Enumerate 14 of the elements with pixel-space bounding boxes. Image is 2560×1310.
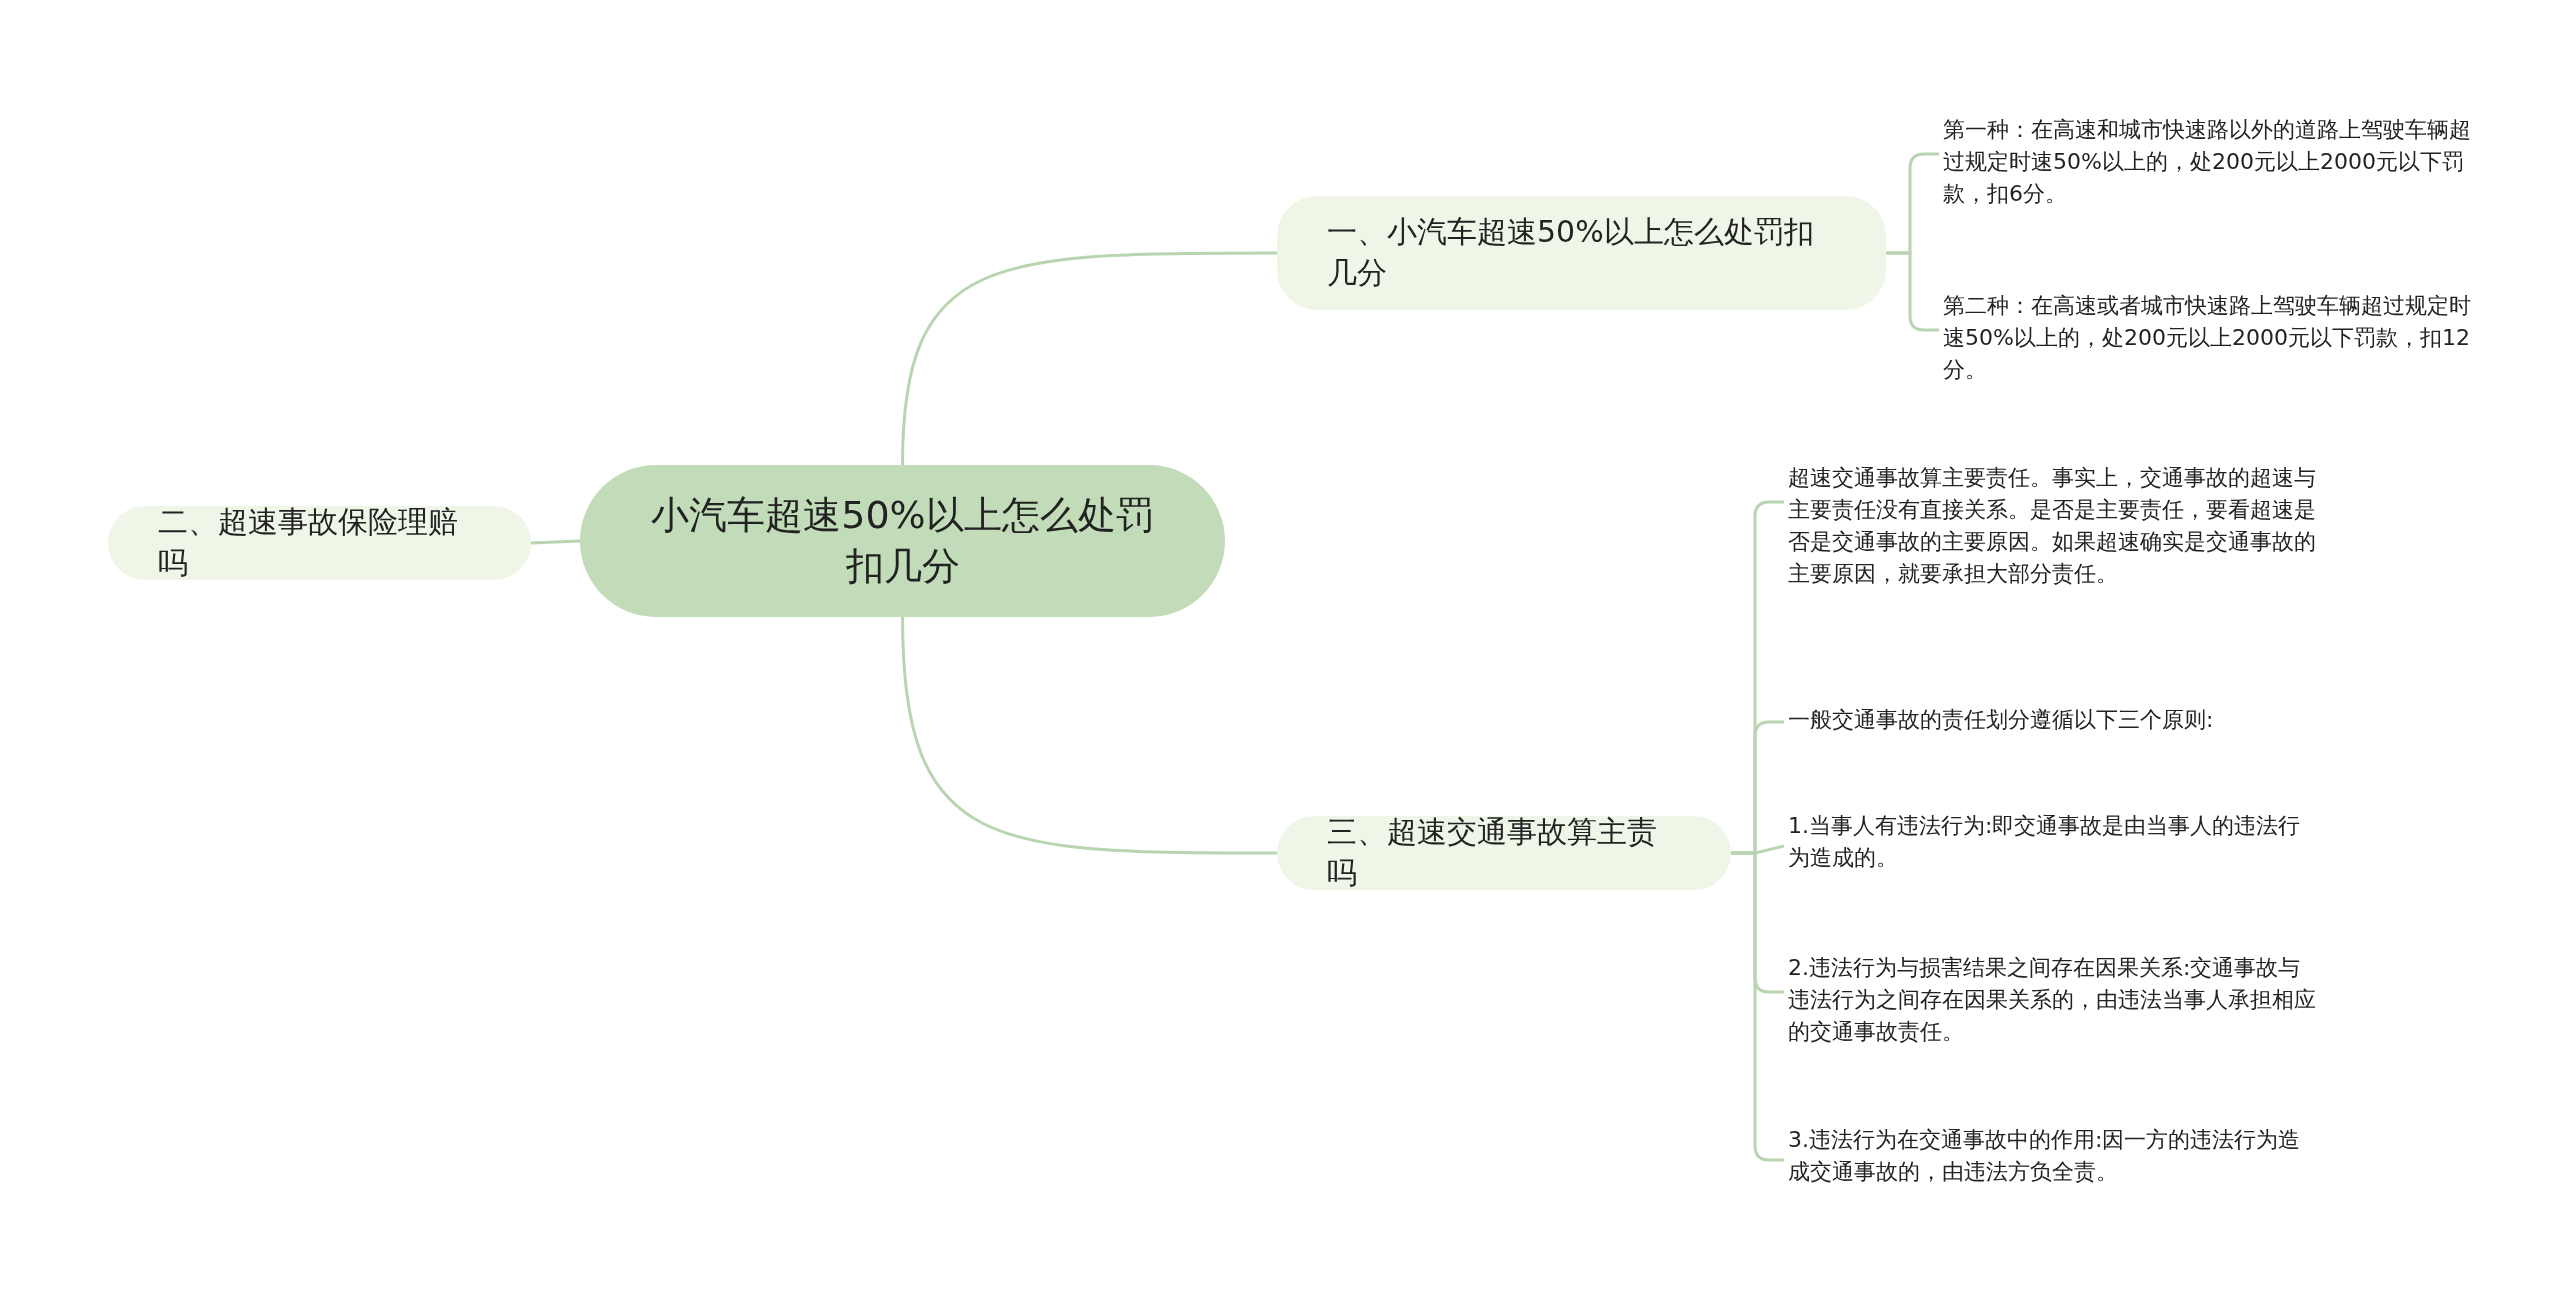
topic-node: 一、小汽车超速50%以上怎么处罚扣几分 [1277, 196, 1886, 310]
connector-line [530, 539, 581, 545]
note-text: 3.违法行为在交通事故中的作用:因一方的违法行为造成交通事故的，由违法方负全责。 [1788, 1126, 2302, 1186]
note-text: 一般交通事故的责任划分遵循以下三个原则: [1788, 706, 2214, 734]
note-text: 2.违法行为与损害结果之间存在因果关系:交通事故与违法行为之间存在因果关系的，由违法当事人承担相应的交通事故责任。 [1788, 954, 2317, 1046]
note-text: 超速交通事故算主要责任。事实上，交通事故的超速与主要责任没有直接关系。是否是主要责任，要看超速是否是交通事故的主要原因。如果超速确实是交通事故的主要原因，就要承担大部分责任。 [1788, 464, 2317, 588]
topic-node: 二、超速事故保险理赔吗 [108, 506, 531, 580]
topic-node: 三、超速交通事故算主责吗 [1277, 816, 1731, 890]
connector-line [901, 616, 1277, 855]
note-text: 第二种：在高速或者城市快速路上驾驶车辆超过规定时速50%以上的，处200元以上2000元以下罚款，扣12分。 [1943, 292, 2472, 384]
connector-line [901, 251, 1277, 466]
note-text: 1.当事人有违法行为:即交通事故是由当事人的违法行为造成的。 [1788, 812, 2302, 872]
note-text: 第一种：在高速和城市快速路以外的道路上驾驶车辆超过规定时速50%以上的，处200元以上2000元以下罚款，扣6分。 [1943, 116, 2472, 208]
central-topic: 小汽车超速50%以上怎么处罚扣几分 [580, 465, 1225, 617]
